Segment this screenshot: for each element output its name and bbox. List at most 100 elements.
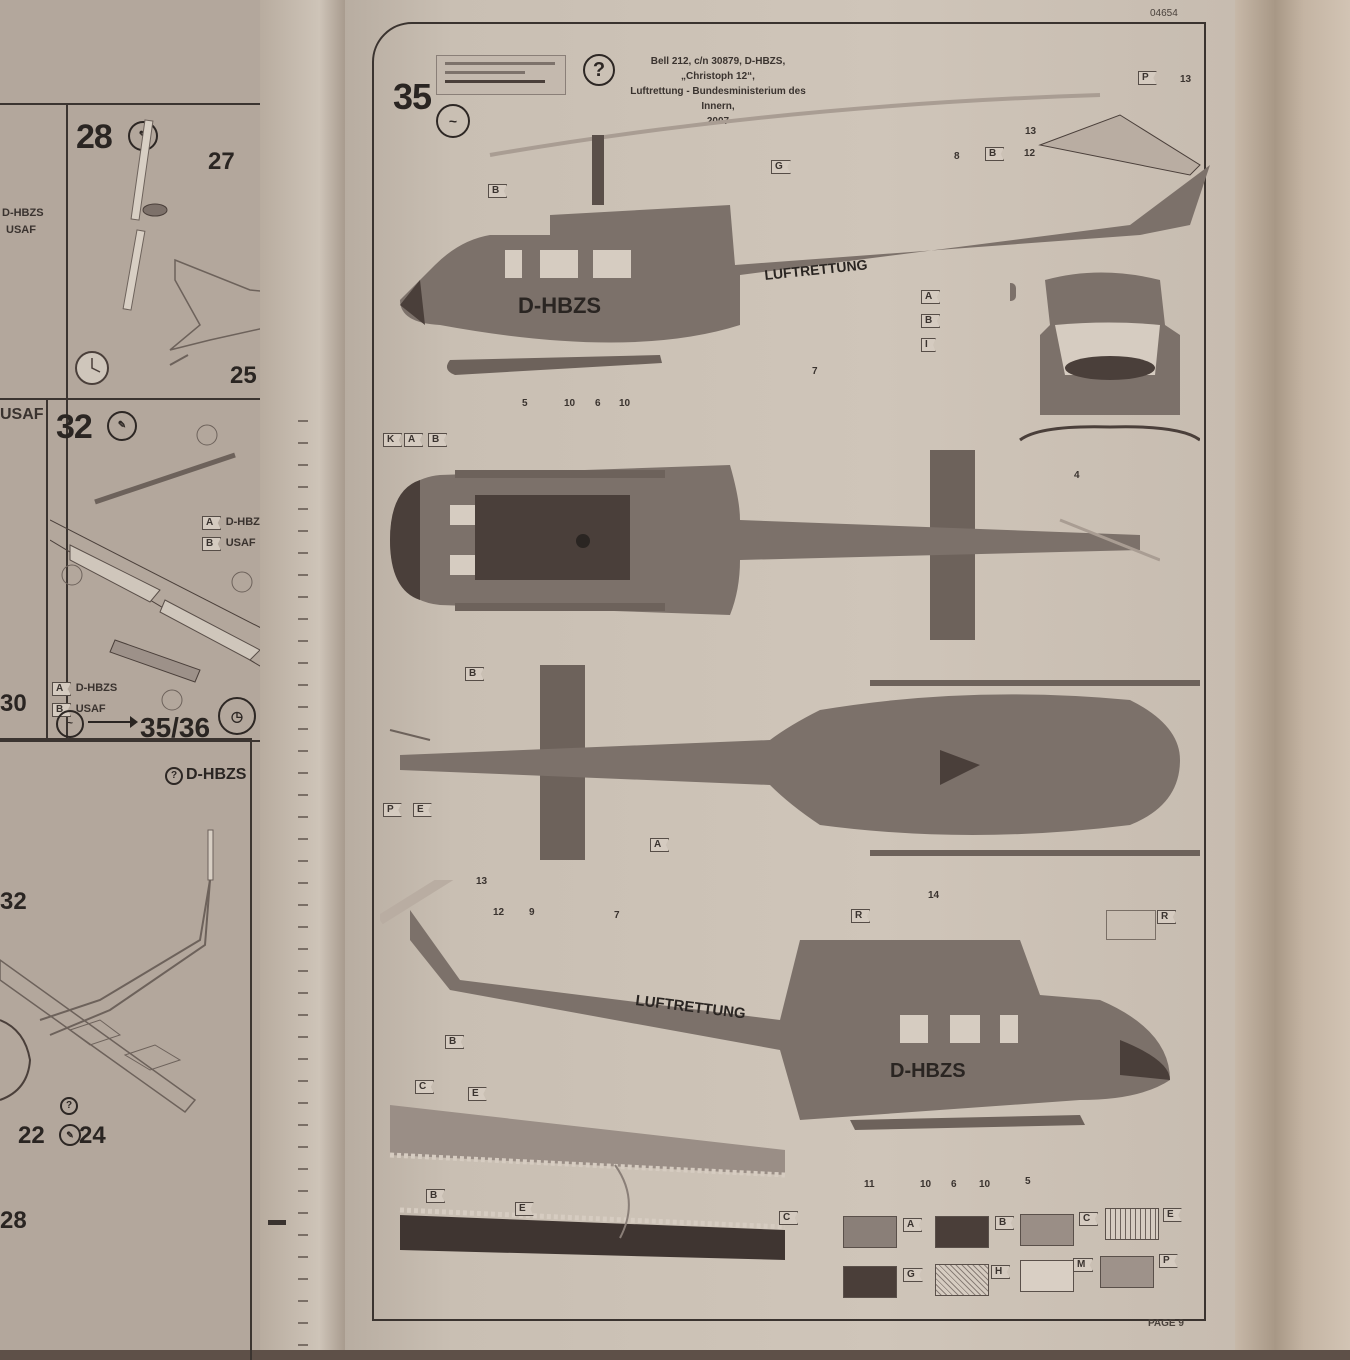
part-number: 28: [0, 1207, 27, 1234]
decal-number: 9: [529, 907, 535, 918]
decal-sheet-thumbnail: [436, 55, 566, 95]
decal-label: USAF: [0, 406, 44, 423]
bottom-view: [389, 665, 1200, 860]
decal-flag: R: [1157, 910, 1177, 924]
part-number: 30: [0, 690, 27, 717]
step-number: 32: [56, 408, 93, 446]
svg-text:D-HBZS: D-HBZS: [518, 293, 601, 318]
decal-number: 10: [979, 1179, 991, 1190]
part-number: 24: [79, 1122, 106, 1149]
title-line: Luftrettung - Bundesministerium des Inne…: [630, 86, 806, 112]
decal-flag: G: [903, 1268, 923, 1282]
decal-number: 12: [1024, 148, 1036, 159]
arrow-head-icon: [130, 716, 138, 728]
ruler-marks: [298, 400, 308, 1350]
step-number: 35: [393, 76, 432, 117]
decal-flag: H: [991, 1265, 1011, 1279]
variant-marker-icon: ?: [165, 767, 183, 785]
background-shadow: [1235, 0, 1350, 1350]
decal-number: 5: [1025, 1176, 1031, 1187]
decal-flag: B: [921, 314, 941, 328]
bottom-step-frame: [0, 738, 252, 1360]
step-number: 28: [76, 118, 113, 156]
decal-number: 11: [864, 1179, 875, 1190]
divider: [46, 400, 48, 738]
article-number: 04654: [1150, 8, 1178, 19]
decal-flag: P: [1159, 1254, 1178, 1268]
decal-number: 7: [614, 910, 620, 921]
decal-flag: B: [202, 537, 222, 551]
next-step-reference: 35/36: [140, 712, 211, 743]
color-swatch-g: [843, 1266, 897, 1298]
decal-flag: B: [985, 147, 1005, 161]
decal-number: 8: [954, 151, 960, 162]
part-number: 27: [208, 148, 235, 175]
decal-flag: A: [52, 682, 72, 696]
drying-clock-icon: ◷: [218, 697, 256, 735]
decal-label: D-HBZS: [225, 516, 268, 528]
decal-label: USAF: [75, 703, 106, 715]
part-number: 32: [0, 888, 27, 915]
decal-flag: B: [995, 1216, 1015, 1230]
fuselage-assembly-drawing: [0, 829, 214, 1114]
top-view: [390, 450, 1160, 640]
decal-label: D-HBZS: [2, 207, 44, 219]
tail-rotor-assembly-drawing: [75, 119, 300, 385]
glue-icon: ✎: [59, 1124, 81, 1146]
decal-number: 13: [476, 876, 488, 887]
side-view-lower: D-HBZS LUFTRETTUNG: [380, 880, 1170, 1130]
decal-options: A D-HBZS B USAF: [202, 512, 267, 551]
decal-water-icon: ~: [436, 104, 470, 138]
step-35-frame: [372, 22, 1206, 1321]
decal-number: 10: [920, 1179, 932, 1190]
decal-number: 13: [1180, 74, 1192, 85]
decal-number: 4: [1074, 470, 1080, 481]
ruler-mark: [268, 1220, 286, 1225]
decal-flag: M: [1073, 1258, 1094, 1272]
decal-number: 10: [564, 398, 576, 409]
variant-marker-icon: ?: [583, 54, 615, 86]
decal-number: 6: [951, 1179, 957, 1190]
decal-flag: P: [1138, 71, 1157, 85]
svg-text:D-HBZS: D-HBZS: [890, 1060, 966, 1082]
color-legend: A B C E G H M P: [843, 1208, 1193, 1298]
decal-flag: P: [383, 803, 402, 817]
decal-flag: B: [488, 184, 508, 198]
arrow-right-icon: [88, 721, 132, 723]
rotor-hub-assembly-drawing: [50, 424, 276, 711]
divider: [0, 398, 300, 400]
decal-flag: C: [1079, 1212, 1099, 1226]
decal-number: 14: [928, 890, 940, 901]
decal-label: USAF: [6, 224, 36, 236]
part-number: 25: [230, 362, 257, 389]
decal-number: 10: [619, 398, 631, 409]
part-number: 22: [18, 1122, 45, 1149]
front-view: [1010, 272, 1200, 442]
variant-marker-icon: ?: [60, 1097, 78, 1115]
divider: [66, 105, 68, 738]
color-swatch-b: [935, 1216, 989, 1248]
decal-flag: I: [921, 338, 936, 352]
variant-label: D-HBZS: [186, 766, 247, 783]
decal-number: 7: [812, 366, 818, 377]
page-number: PAGE 9: [1148, 1318, 1184, 1329]
decal-label: D-HBZS: [75, 682, 118, 694]
rotor-blades: [389, 1105, 786, 1260]
color-swatch-h: [935, 1264, 989, 1296]
color-swatch-r: [1106, 910, 1156, 940]
side-view-upper: D-HBZS LUFTRETTUNG: [400, 93, 1210, 375]
color-swatch-a: [843, 1216, 897, 1248]
glue-icon: ✎: [107, 411, 137, 441]
title-line: Bell 212, c/n 30879, D-HBZS, „Christoph …: [650, 56, 786, 82]
decal-water-icon: ~: [56, 710, 84, 738]
decal-number: 6: [595, 398, 601, 409]
color-swatch-m: [1020, 1260, 1074, 1292]
color-swatch-e: [1105, 1208, 1159, 1240]
decal-flag: A: [202, 516, 222, 530]
color-swatch-p: [1100, 1256, 1154, 1288]
decal-label: USAF: [225, 537, 256, 549]
decal-number: 13: [1025, 126, 1037, 137]
color-swatch-c: [1020, 1214, 1074, 1246]
decal-flag: K: [383, 433, 403, 447]
decal-number: 12: [493, 907, 505, 918]
